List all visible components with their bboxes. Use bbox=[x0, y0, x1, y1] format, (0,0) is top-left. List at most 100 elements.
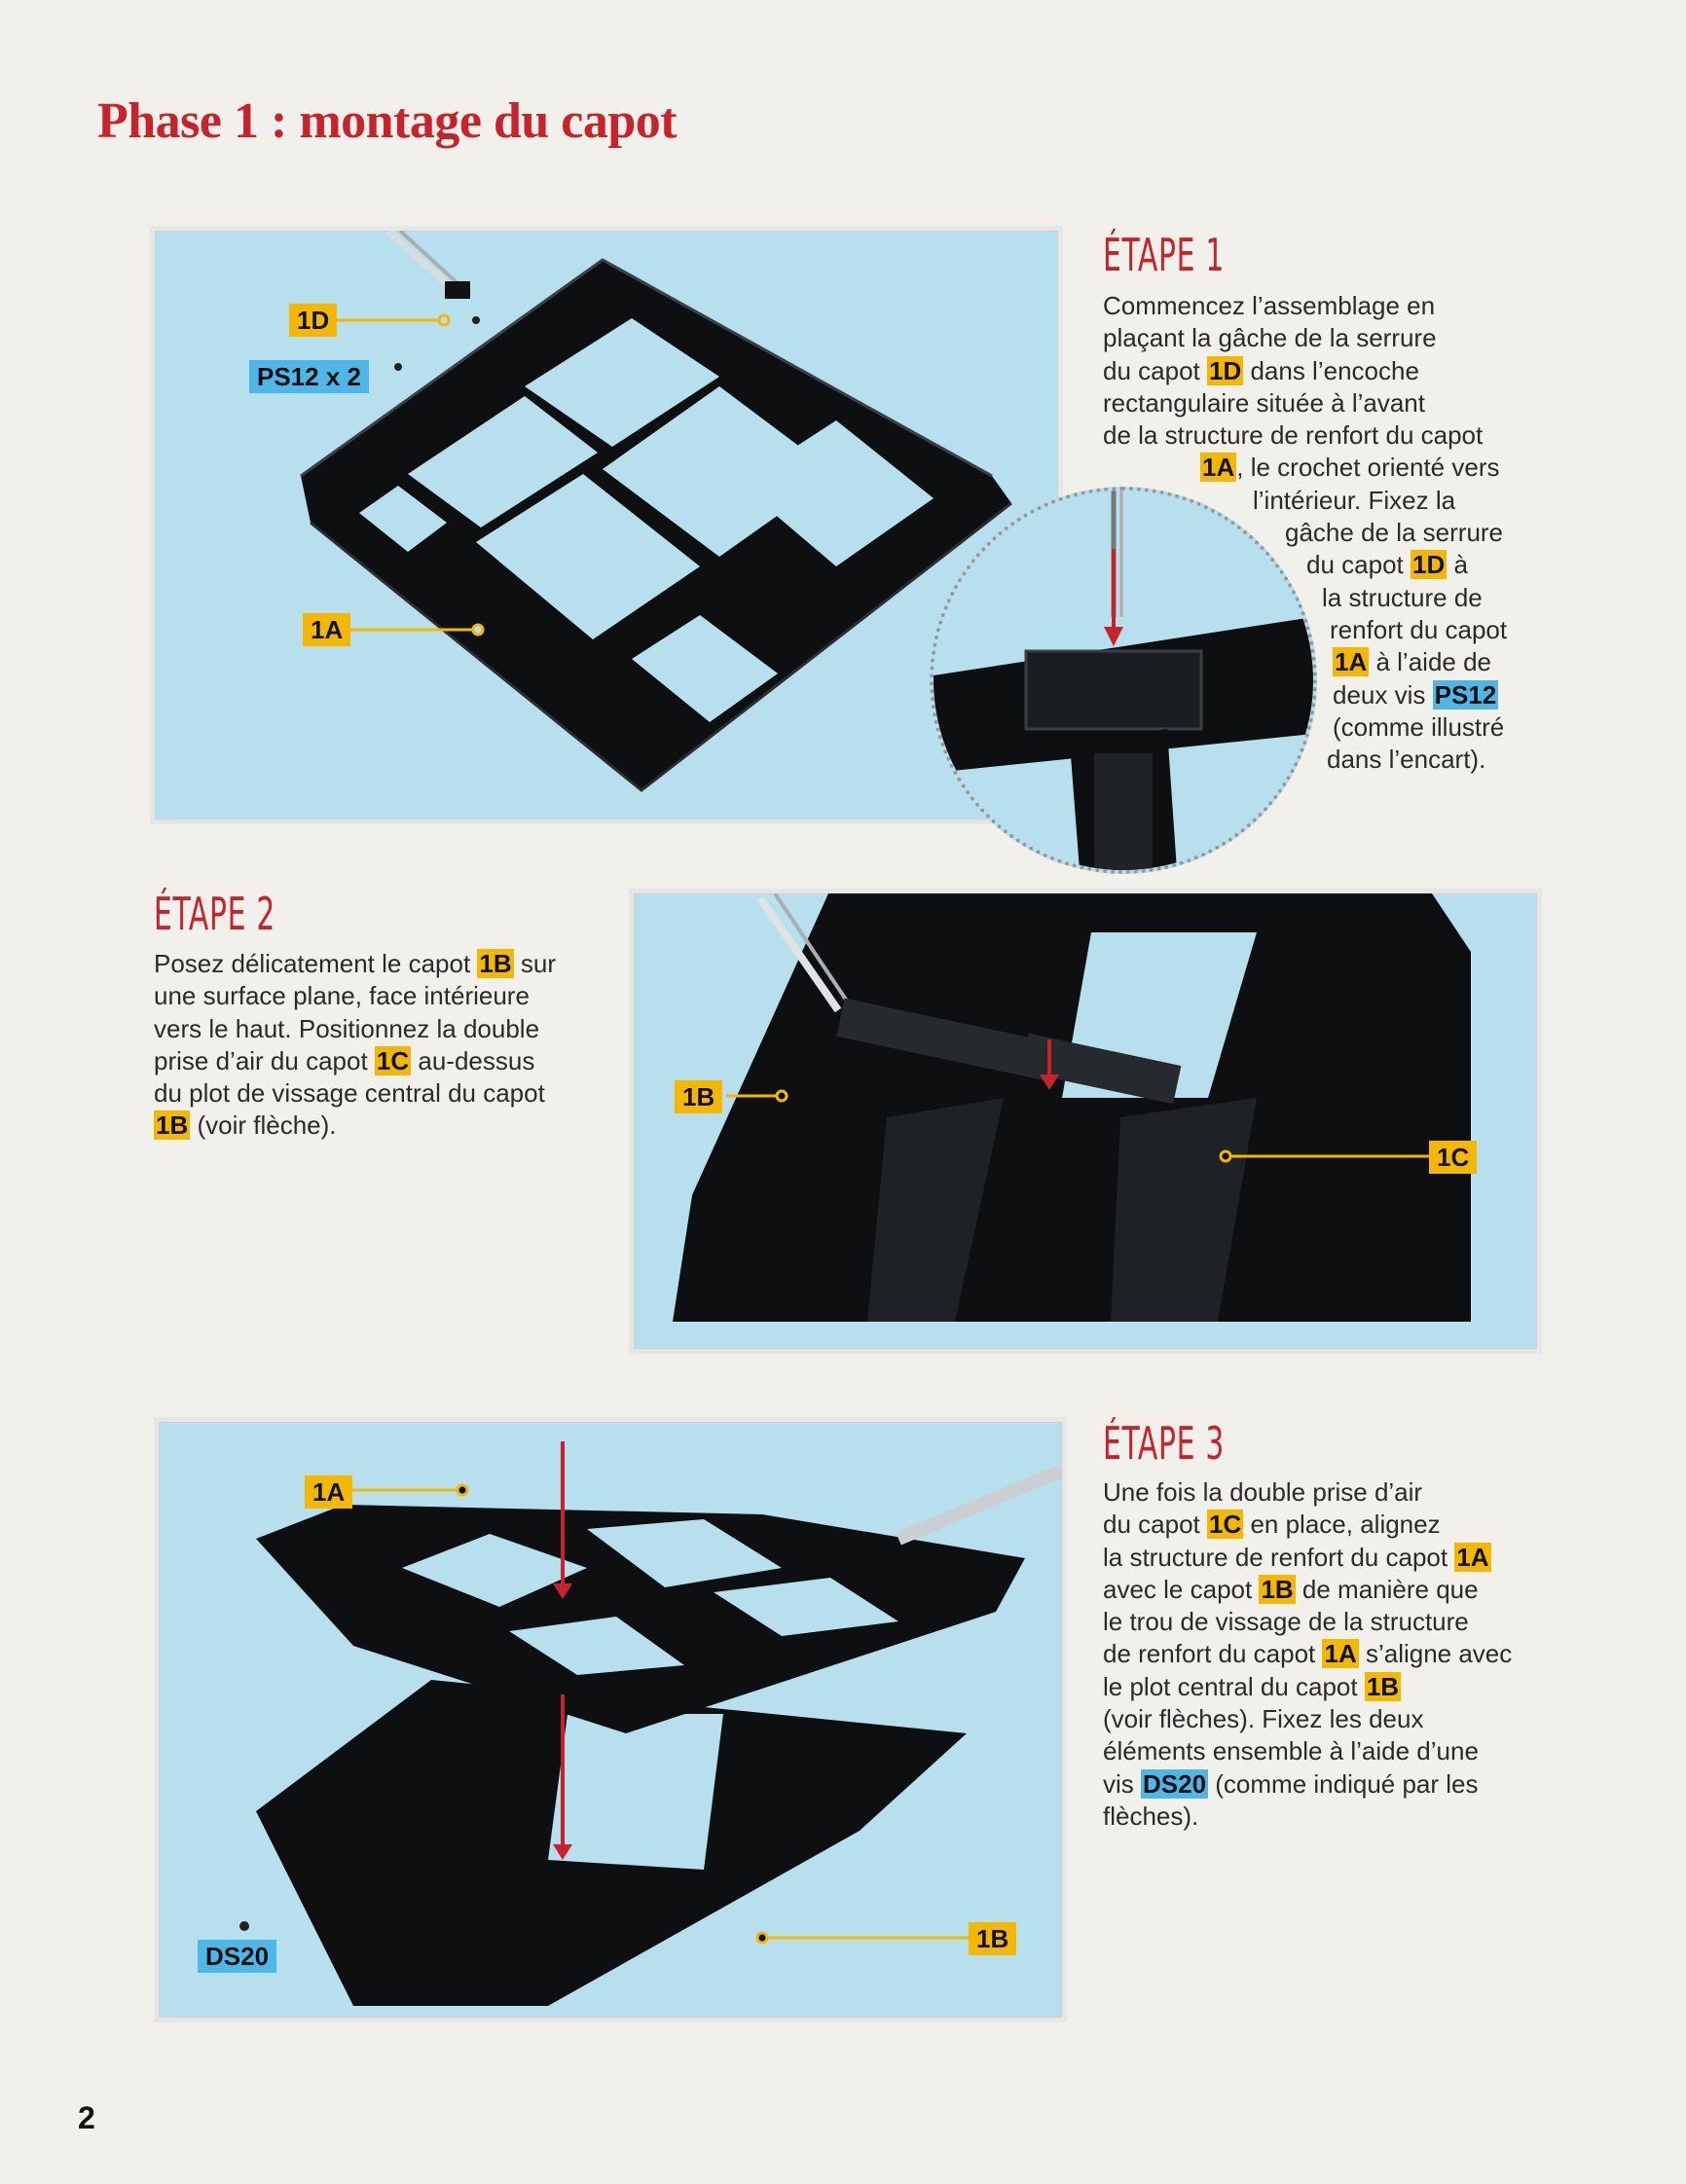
part-code-highlight: 1D bbox=[1206, 355, 1244, 385]
step2-photo: 1B 1C bbox=[629, 889, 1542, 1354]
text-line: Commencez l’assemblage en bbox=[0, 290, 1686, 322]
text-run: prise d’air du capot bbox=[154, 1045, 375, 1075]
text-line: Posez délicatement le capot 1B sur bbox=[154, 948, 556, 980]
text-line: dans l’encart). bbox=[0, 744, 1686, 776]
text-run: le plot central du capot bbox=[1103, 1671, 1365, 1701]
part-code-highlight: 1B bbox=[154, 1110, 191, 1141]
text-line: vers le haut. Positionnez la double bbox=[154, 1013, 556, 1045]
text-run: avec le capot bbox=[1103, 1574, 1260, 1604]
step1-text: Commencez l’assemblage en plaçant la gâch… bbox=[0, 290, 1686, 776]
screw-code-highlight: PS12 bbox=[1432, 679, 1499, 710]
text-line: 1B (voir flèche). bbox=[154, 1110, 556, 1142]
text-line: du capot 1D à bbox=[0, 549, 1686, 581]
text-run: du capot bbox=[1306, 550, 1411, 580]
text-run: dans l’encoche bbox=[1243, 355, 1419, 385]
text-line: la structure de renfort du capot 1A bbox=[1103, 1542, 1512, 1574]
text-line: 1A, le crochet orienté vers bbox=[0, 452, 1686, 484]
part-code-highlight: 1C bbox=[374, 1045, 412, 1075]
text-line: rectangulaire située à l’avant bbox=[0, 387, 1686, 419]
step2-heading: ÉTAPE 2 bbox=[154, 888, 276, 940]
label-1a: 1A bbox=[303, 613, 351, 646]
part-code-highlight: 1A bbox=[1200, 453, 1237, 483]
text-run: gâche de la serrure bbox=[1285, 518, 1504, 548]
label-1a: 1A bbox=[305, 1475, 353, 1509]
text-run: à bbox=[1447, 550, 1468, 580]
text-run: s’aligne avec bbox=[1358, 1639, 1513, 1669]
text-line: avec le capot 1B de manière que bbox=[1103, 1574, 1512, 1606]
text-run: sur bbox=[513, 949, 557, 978]
text-run: éléments ensemble à l’aide d’une bbox=[1103, 1736, 1479, 1766]
text-run: plaçant la gâche de la serrure bbox=[1103, 323, 1437, 353]
text-run: rectangulaire située à l’avant bbox=[1103, 387, 1425, 418]
text-run: le trou de vissage de la structure bbox=[1103, 1607, 1469, 1637]
text-run: flèches). bbox=[1103, 1801, 1199, 1831]
text-run: Une fois la double prise d’air bbox=[1103, 1477, 1423, 1507]
step1-inset-magnifier bbox=[930, 487, 1317, 874]
part-code-highlight: 1D bbox=[1410, 550, 1448, 580]
text-line: de renfort du capot 1A s’aligne avec bbox=[1103, 1638, 1512, 1670]
part-code-highlight: 1C bbox=[1206, 1510, 1244, 1540]
part-code-highlight: 1B bbox=[477, 949, 514, 978]
text-line: le trou de vissage de la structure bbox=[1103, 1606, 1512, 1638]
page-number: 2 bbox=[78, 2100, 95, 2135]
text-line: éléments ensemble à l’aide d’une bbox=[1103, 1735, 1512, 1767]
hood-reinforcement-frame-image bbox=[300, 231, 1012, 792]
text-line: (voir flèches). Fixez les deux bbox=[1103, 1703, 1512, 1735]
hood-assembly-image bbox=[239, 1441, 1062, 2006]
text-line: vis DS20 (comme indiqué par les bbox=[1103, 1768, 1512, 1801]
text-line: prise d’air du capot 1C au-dessus bbox=[154, 1045, 556, 1077]
text-line: une surface plane, face intérieure bbox=[154, 980, 556, 1012]
latch-detail-image bbox=[934, 491, 1313, 870]
label-ps12: PS12 x 2 bbox=[249, 360, 369, 393]
text-line: Une fois la double prise d’air bbox=[1103, 1476, 1512, 1509]
part-code-highlight: 1A bbox=[1322, 1639, 1359, 1669]
text-run: deux vis bbox=[1333, 679, 1433, 710]
text-run: du capot bbox=[1103, 355, 1207, 385]
label-1c: 1C bbox=[1429, 1141, 1478, 1174]
label-1b: 1B bbox=[969, 1922, 1017, 1955]
text-line: le plot central du capot 1B bbox=[1103, 1671, 1512, 1703]
text-run: (comme indiqué par les bbox=[1208, 1768, 1479, 1799]
text-run: vis bbox=[1103, 1768, 1141, 1799]
text-run: (voir flèche). bbox=[190, 1110, 337, 1141]
text-run: renfort du capot bbox=[1330, 614, 1508, 644]
text-line: du plot de vissage central du capot bbox=[154, 1077, 556, 1110]
text-run: au-dessus bbox=[411, 1045, 535, 1075]
text-run: la structure de bbox=[1322, 582, 1483, 612]
text-run: du capot bbox=[1103, 1510, 1207, 1540]
part-code-highlight: 1B bbox=[1364, 1671, 1402, 1701]
step1-photo: 1D PS12 x 2 1A bbox=[150, 226, 1063, 824]
text-line: plaçant la gâche de la serrure bbox=[0, 322, 1686, 354]
page-title: Phase 1 : montage du capot bbox=[97, 93, 678, 149]
text-line: gâche de la serrure bbox=[0, 517, 1686, 549]
text-run: de la structure de renfort du capot bbox=[1103, 420, 1484, 451]
step3-heading: ÉTAPE 3 bbox=[1103, 1417, 1226, 1470]
label-1d: 1D bbox=[289, 304, 338, 337]
text-line: l’intérieur. Fixez la bbox=[0, 485, 1686, 517]
text-run: de renfort du capot bbox=[1103, 1639, 1323, 1669]
step1-heading: ÉTAPE 1 bbox=[1103, 229, 1226, 281]
text-run: de manière que bbox=[1295, 1574, 1479, 1604]
text-line: la structure de bbox=[0, 582, 1686, 614]
text-line: (comme illustré bbox=[0, 711, 1686, 744]
text-run: l’intérieur. Fixez la bbox=[1253, 485, 1456, 515]
text-run: Posez délicatement le capot bbox=[154, 949, 478, 978]
text-run: (comme illustré bbox=[1333, 711, 1505, 742]
label-ds20: DS20 bbox=[198, 1940, 277, 1973]
text-line: 1A à l’aide de bbox=[0, 646, 1686, 678]
text-line: du capot 1C en place, alignez bbox=[1103, 1509, 1512, 1541]
text-run: vers le haut. Positionnez la double bbox=[154, 1013, 540, 1043]
text-line: du capot 1D dans l’encoche bbox=[0, 355, 1686, 387]
text-run: en place, alignez bbox=[1243, 1510, 1441, 1540]
text-line: deux vis PS12 bbox=[0, 679, 1686, 711]
screw-code-highlight: DS20 bbox=[1141, 1768, 1209, 1799]
text-run: Commencez l’assemblage en bbox=[1103, 291, 1436, 320]
part-code-highlight: 1B bbox=[1259, 1574, 1296, 1604]
part-code-highlight: 1A bbox=[1454, 1542, 1491, 1572]
label-1b: 1B bbox=[675, 1080, 723, 1113]
text-run: du plot de vissage central du capot bbox=[154, 1078, 545, 1109]
hood-underside-image bbox=[673, 893, 1471, 1322]
text-run: (voir flèches). Fixez les deux bbox=[1103, 1704, 1424, 1734]
text-run: dans l’encart). bbox=[1327, 745, 1486, 775]
